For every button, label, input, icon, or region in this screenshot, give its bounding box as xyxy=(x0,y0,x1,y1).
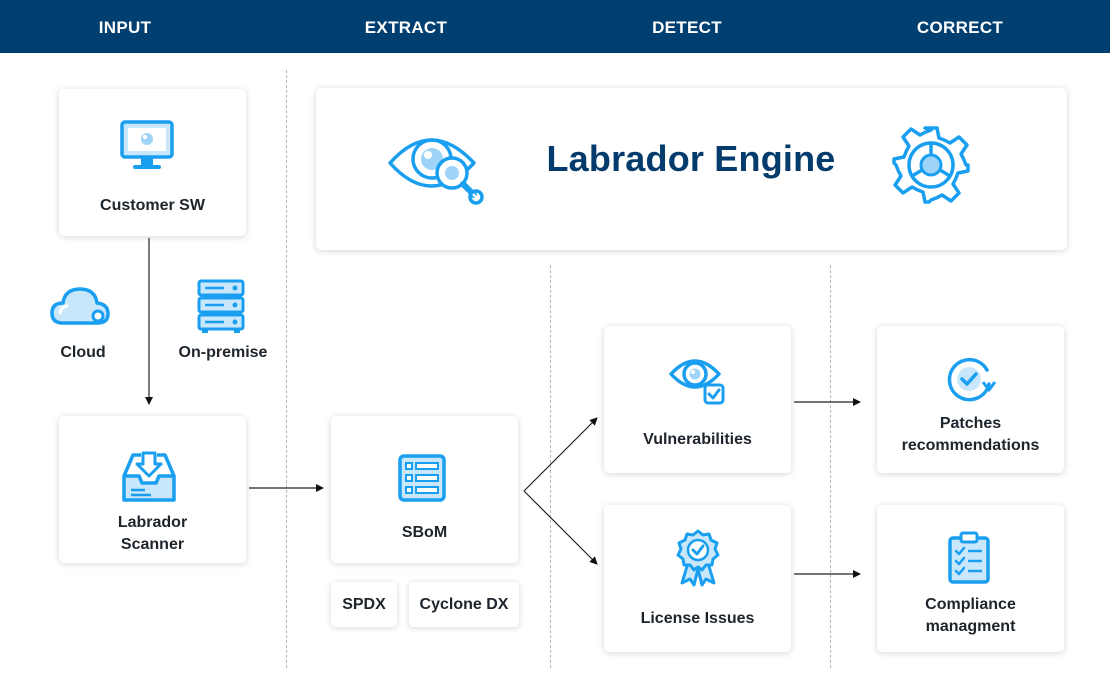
separator-input-extract xyxy=(286,70,287,668)
vulnerabilities-card: Vulnerabilities xyxy=(604,326,791,473)
header-bar: INPUT EXTRACT DETECT CORRECT xyxy=(0,0,1110,53)
patches-card: Patches recommendations xyxy=(877,326,1064,473)
arrow-sbom-to-vulnerabilities xyxy=(523,417,598,492)
arrow-sbom-to-license xyxy=(523,490,598,565)
column-header-correct: CORRECT xyxy=(916,18,1004,37)
spdx-tag: SPDX xyxy=(331,582,397,627)
sbom-card: SBoM xyxy=(331,416,518,563)
customer-sw-label: Customer SW xyxy=(100,197,205,214)
monitor-icon xyxy=(120,120,174,169)
compliance-label-line1: Compliance xyxy=(925,596,1016,613)
cloud-label: Cloud xyxy=(60,344,106,361)
license-issues-card: License Issues xyxy=(604,505,791,652)
engine-title: Labrador Engine xyxy=(546,138,836,179)
refresh-check-icon xyxy=(947,357,997,402)
list-document-icon xyxy=(398,454,446,502)
vulnerabilities-label: Vulnerabilities xyxy=(643,431,752,448)
patches-label-line2: recommendations xyxy=(901,437,1040,454)
customer-sw-card: Customer SW xyxy=(59,89,246,236)
labrador-engine-card: Labrador Engine xyxy=(316,88,1067,250)
sbom-label: SBoM xyxy=(401,524,448,541)
compliance-card: Compliance managment xyxy=(877,505,1064,652)
download-tray-icon xyxy=(122,451,176,502)
separator-detect-correct xyxy=(830,265,831,668)
award-badge-icon xyxy=(676,529,720,587)
cyclonedx-tag: Cyclone DX xyxy=(409,582,519,627)
column-header-input: INPUT xyxy=(98,18,152,37)
separator-extract-detect xyxy=(550,265,551,668)
server-icon xyxy=(197,279,245,333)
cloud-icon xyxy=(50,287,110,325)
scanner-label-line2: Scanner xyxy=(120,536,185,553)
column-header-extract: EXTRACT xyxy=(364,18,448,37)
patches-label-line1: Patches xyxy=(939,415,1002,432)
eye-magnifier-icon xyxy=(388,138,484,205)
clipboard-checklist-icon xyxy=(948,531,990,584)
labrador-scanner-card: Labrador Scanner xyxy=(59,416,246,563)
on-premise-label: On-premise xyxy=(178,344,268,361)
gear-icon xyxy=(892,126,970,204)
compliance-label-line2: managment xyxy=(925,618,1016,635)
scanner-label-line1: Labrador xyxy=(117,514,188,531)
eye-shield-icon xyxy=(669,359,725,405)
column-header-detect: DETECT xyxy=(652,18,722,37)
license-issues-label: License Issues xyxy=(640,610,755,627)
